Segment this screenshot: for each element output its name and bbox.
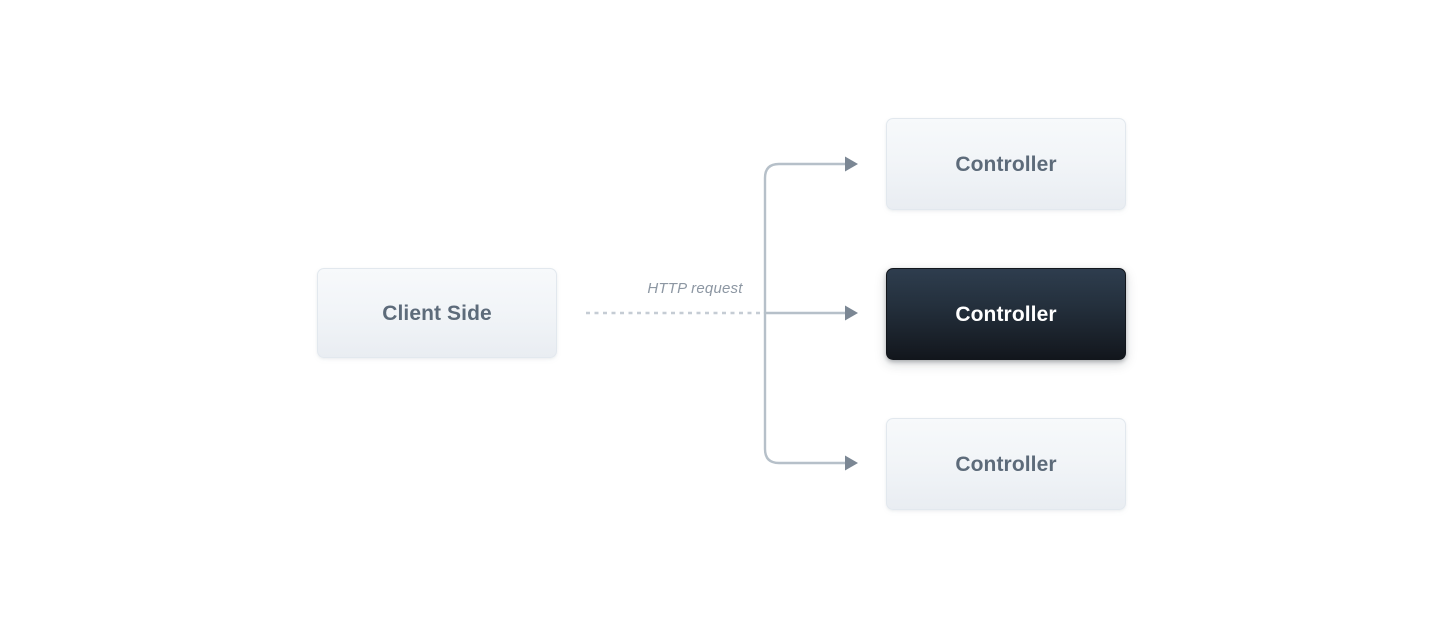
arrow-head-bottom (845, 455, 858, 471)
controller-node-bottom[interactable]: Controller (886, 418, 1126, 510)
controller-node-top-label: Controller (955, 152, 1057, 176)
controller-node-bottom-label: Controller (955, 452, 1057, 476)
arrow-head-top (845, 156, 858, 172)
controller-node-top[interactable]: Controller (886, 118, 1126, 210)
bus-elbow-bottom (763, 311, 847, 465)
client-side-node-label: Client Side (382, 301, 492, 325)
controller-node-middle-active[interactable]: Controller (886, 268, 1126, 360)
controller-node-middle-label: Controller (955, 302, 1057, 326)
http-request-edge-label: HTTP request (647, 280, 743, 297)
client-side-node[interactable]: Client Side (317, 268, 557, 358)
arrow-head-middle (845, 305, 858, 321)
